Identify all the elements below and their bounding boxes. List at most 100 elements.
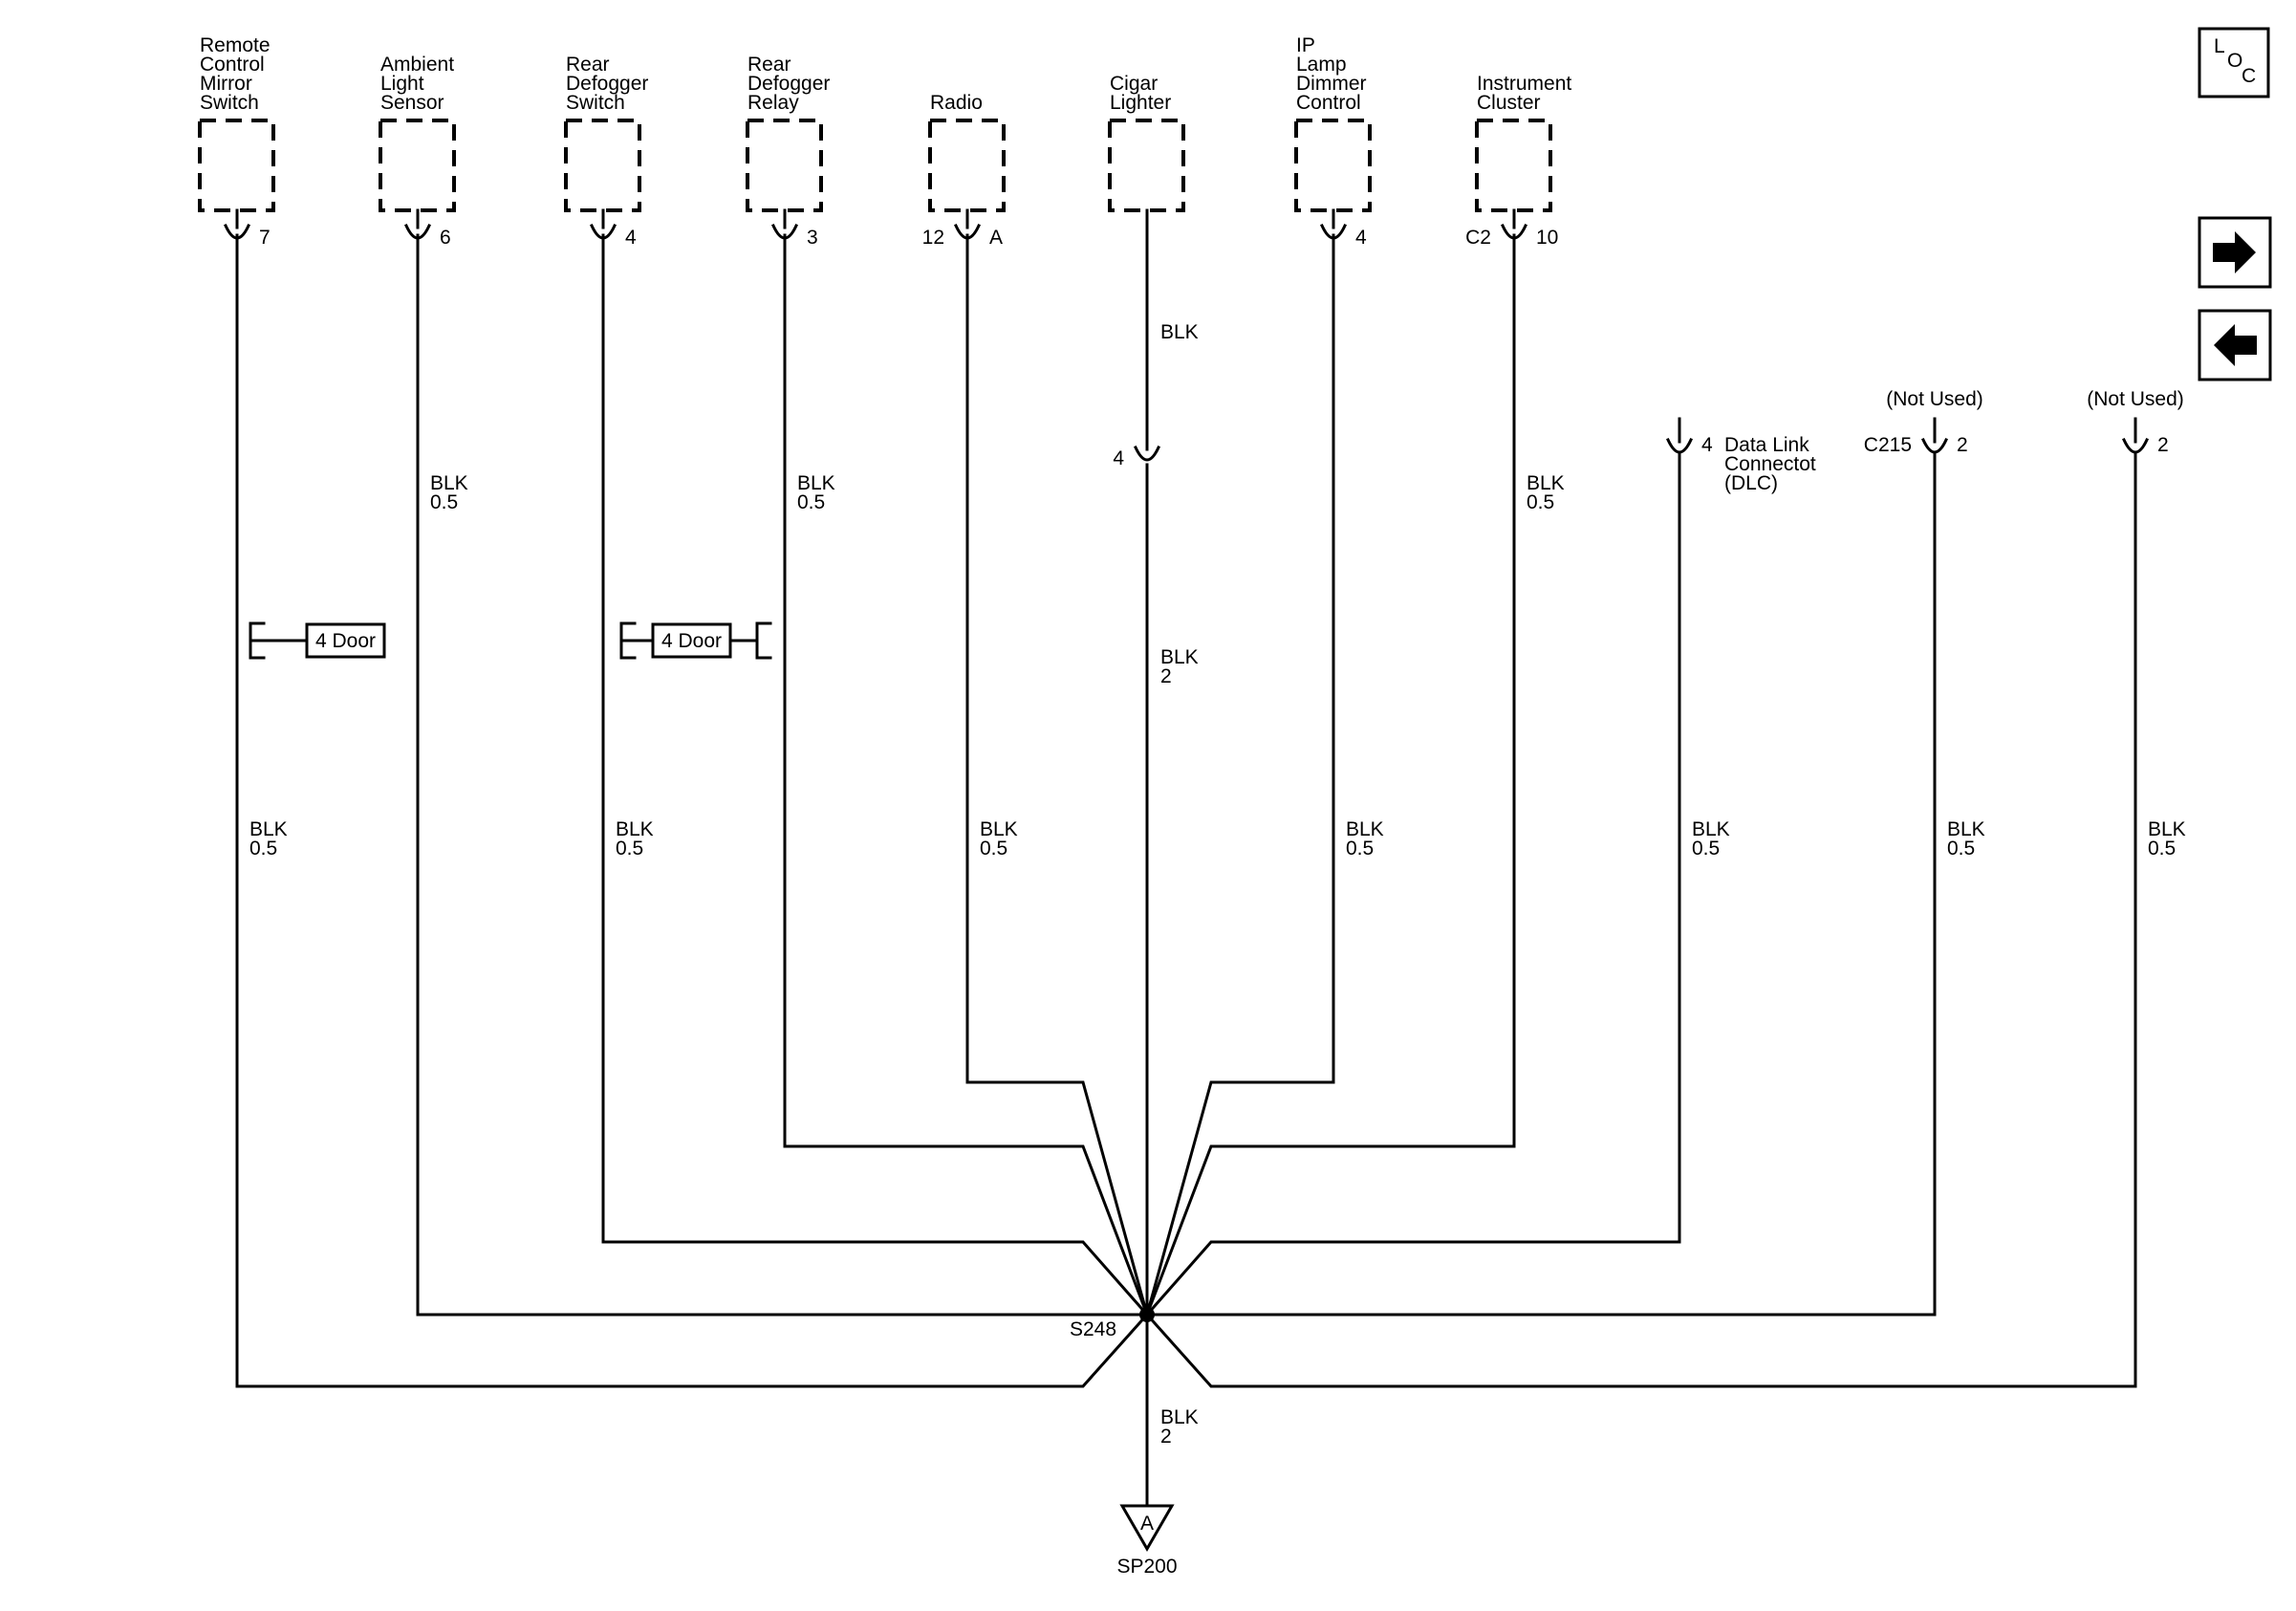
component-ambient-label: Ambient [380,54,454,76]
component-mirror-label: Remote [200,34,271,56]
arrow-right-icon [2213,231,2256,273]
component-defog-relay-box [746,119,823,212]
loc-letter-c: C [2242,65,2256,87]
component-radio-connector-id: 12 [922,227,944,249]
cigar-inline-pin: 4 [1113,447,1124,469]
wire-mirror-color: BLK [249,818,288,840]
connector-dlc-name: Data Link [1724,434,1809,456]
component-radio-label: Radio [930,92,983,114]
terminals [224,208,2149,462]
option-tags: 4 Door 4 Door [249,621,772,660]
wire-ip-lamp-color: BLK [1346,818,1384,840]
component-cluster-box [1475,119,1552,212]
cigar-wire-upper-color: BLK [1160,321,1199,343]
component-ip-lamp-label: Lamp [1296,54,1347,76]
cigar-wire-lower-color: BLK [1160,646,1199,668]
component-ambient-box [379,119,456,212]
terminal-radio [954,208,981,240]
ground-wire-color: BLK [1160,1406,1199,1428]
wire-unused [1144,451,2137,1388]
connector-dlc-name: Connectot [1724,453,1816,475]
component-ip-lamp-pin: 4 [1355,227,1367,249]
wire-radio [965,233,1149,1317]
wire-cluster [1145,233,1516,1317]
component-defog-switch-box [564,119,641,212]
wire-unused-gauge: 0.5 [2148,838,2176,860]
wire-ip-lamp-gauge: 0.5 [1346,838,1374,860]
terminal-mirror [224,208,250,240]
connector-c215-note: (Not Used) [1886,388,1983,410]
option-defog-label: 4 Door [661,630,722,652]
loc-button[interactable]: L O C [2198,27,2270,98]
wire-dlc [1144,451,1681,1317]
component-mirror-label: Control [200,54,265,76]
back-button[interactable] [2198,309,2272,381]
connector-c215-pin: 2 [1957,434,1968,456]
component-ambient-label: Light [380,73,424,95]
connector-c215-id: C215 [1864,434,1912,456]
connector-dlc-pin: 4 [1701,434,1713,456]
wire-dlc-color: BLK [1692,818,1730,840]
wire-ambient-upper-color: BLK [430,472,468,494]
component-defog-relay-label: Defogger [747,73,830,95]
terminal-dlc [1666,417,1693,454]
option-defog: 4 Door [619,621,772,660]
component-cigar-box [1108,119,1185,212]
component-cigar-label: Lighter [1110,92,1171,114]
component-cluster-connector-id: C2 [1465,227,1491,249]
wire-mirror-gauge: 0.5 [249,838,277,860]
connector-unused-note: (Not Used) [2087,388,2184,410]
wire-ambient [416,233,1149,1317]
ground-name: SP200 [1116,1556,1177,1578]
wire-c215 [1145,451,1937,1317]
forward-button[interactable] [2198,216,2272,289]
component-mirror-label: Switch [200,92,259,114]
component-ip-lamp-box [1294,119,1372,212]
component-mirror-label: Mirror [200,73,252,95]
component-defog-switch-label: Rear [566,54,610,76]
connector-unused-pin: 2 [2157,434,2169,456]
wire-unused-color: BLK [2148,818,2186,840]
component-radio-pin: A [989,227,1003,249]
component-cluster-label: Instrument [1477,73,1571,95]
terminal-cluster [1501,208,1527,240]
component-defog-relay-pin: 3 [807,227,818,249]
component-mirror-box [198,119,275,212]
component-ip-lamp-label: Control [1296,92,1361,114]
terminal-c215 [1921,417,1948,454]
component-ambient-label: Sensor [380,92,444,114]
splice-name: S248 [1070,1318,1116,1340]
option-mirror: 4 Door [249,621,386,660]
wire-c215-color: BLK [1947,818,1985,840]
wire-relay-upper-gauge: 0.5 [797,491,825,513]
terminal-defog-switch [590,208,617,240]
terminal-ip-lamp [1320,208,1347,240]
component-defog-switch-pin: 4 [625,227,637,249]
component-defog-switch-label: Switch [566,92,625,114]
wire-cluster-upper-gauge: 0.5 [1527,491,1554,513]
component-cluster-label: Cluster [1477,92,1541,114]
wires [235,208,2137,1505]
terminal-ambient [404,208,431,240]
component-cluster-pin: 10 [1536,227,1558,249]
wire-defog-switch-color: BLK [616,818,654,840]
labels: RemoteControlMirrorSwitch7AmbientLightSe… [200,34,2186,1578]
wire-defog-switch-gauge: 0.5 [616,838,643,860]
component-ip-lamp-label: IP [1296,34,1315,56]
component-mirror-pin: 7 [259,227,271,249]
terminal-cigar-inline [1134,426,1160,462]
wire-radio-color: BLK [980,818,1018,840]
cigar-wire-lower-gauge: 2 [1160,665,1172,687]
component-radio-box [928,119,1006,212]
loc-letter-o: O [2227,50,2242,72]
wire-c215-gauge: 0.5 [1947,838,1975,860]
wire-ambient-upper-gauge: 0.5 [430,491,458,513]
wire-cluster-upper-color: BLK [1527,472,1565,494]
arrow-left-icon [2214,324,2257,366]
ground-letter: A [1140,1513,1154,1535]
wire-ip-lamp [1145,233,1335,1317]
component-defog-switch-label: Defogger [566,73,648,95]
loc-letter-l: L [2214,35,2225,57]
